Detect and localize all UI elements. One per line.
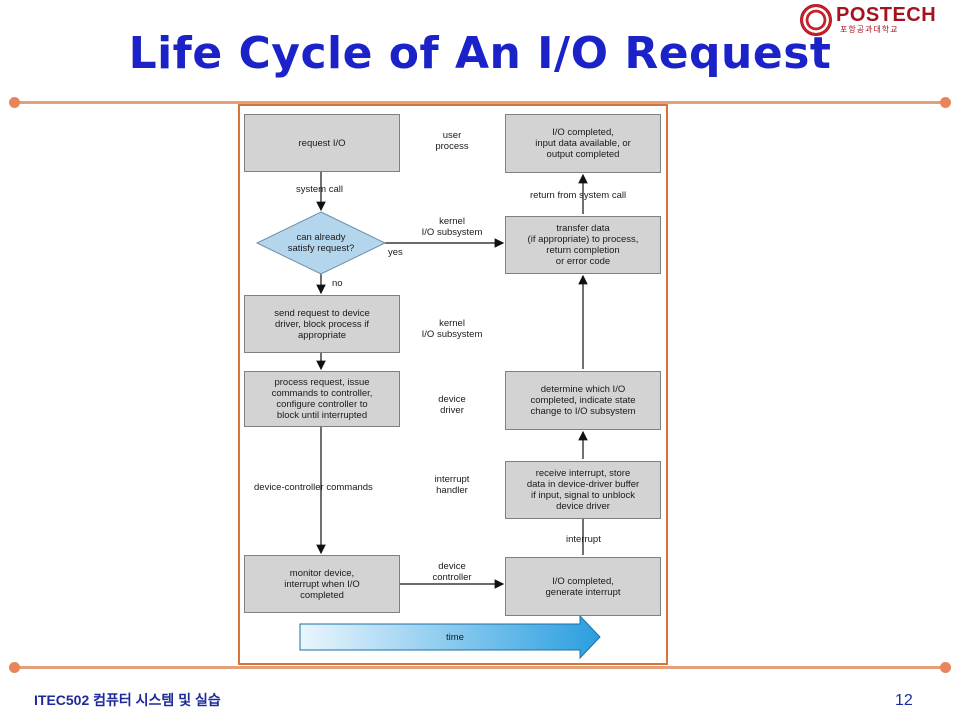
edge-device-controller-commands: device-controller commands (254, 482, 373, 493)
layer-kernel-io-1: kernel I/O subsystem (421, 216, 483, 238)
layer-device-driver: device driver (438, 394, 466, 416)
top-left-dot (9, 97, 20, 108)
box-process-request: process request, issue commands to contr… (244, 371, 400, 427)
edge-system-call: system call (296, 184, 343, 195)
decision-diamond (255, 211, 387, 275)
slide-title: Life Cycle of An I/O Request (128, 28, 832, 79)
edge-interrupt: interrupt (566, 534, 601, 545)
box-transfer-data: transfer data (if appropriate) to proces… (505, 216, 661, 274)
logo-name: POSTECH (836, 4, 937, 26)
layer-kernel-io-2: kernel I/O subsystem (421, 318, 483, 340)
bottom-divider (14, 666, 946, 669)
edge-yes: yes (388, 247, 403, 258)
page-number: 12 (895, 692, 913, 709)
io-lifecycle-diagram: request I/O send request to device drive… (238, 104, 668, 665)
box-determine-io: determine which I/O completed, indicate … (505, 371, 661, 430)
box-monitor-device: monitor device, interrupt when I/O compl… (244, 555, 400, 613)
box-send-request: send request to device driver, block pro… (244, 295, 400, 353)
box-receive-interrupt: receive interrupt, store data in device-… (505, 461, 661, 519)
bottom-left-dot (9, 662, 20, 673)
logo-subtitle: 포항공과대학교 (840, 25, 899, 34)
course-footer: ITEC502 컴퓨터 시스템 및 실습 (34, 692, 221, 708)
top-right-dot (940, 97, 951, 108)
box-request-io: request I/O (244, 114, 400, 172)
diagram-connectors (255, 172, 601, 660)
decision-label: can already satisfy request? (287, 232, 355, 254)
edge-no: no (332, 278, 343, 289)
box-generate-interrupt: I/O completed, generate interrupt (505, 557, 661, 616)
time-arrow (299, 614, 601, 660)
layer-interrupt-handler: interrupt handler (434, 474, 470, 496)
time-label: time (446, 632, 464, 643)
layer-user-process: user process (435, 130, 469, 152)
top-divider (14, 101, 946, 104)
edge-return-from-system-call: return from system call (530, 190, 627, 201)
university-seal-icon (800, 4, 832, 36)
postech-logo: POSTECH 포항공과대학교 (800, 4, 936, 36)
bottom-right-dot (940, 662, 951, 673)
layer-device-controller: device controller (432, 561, 472, 583)
box-io-completed: I/O completed, input data available, or … (505, 114, 661, 173)
